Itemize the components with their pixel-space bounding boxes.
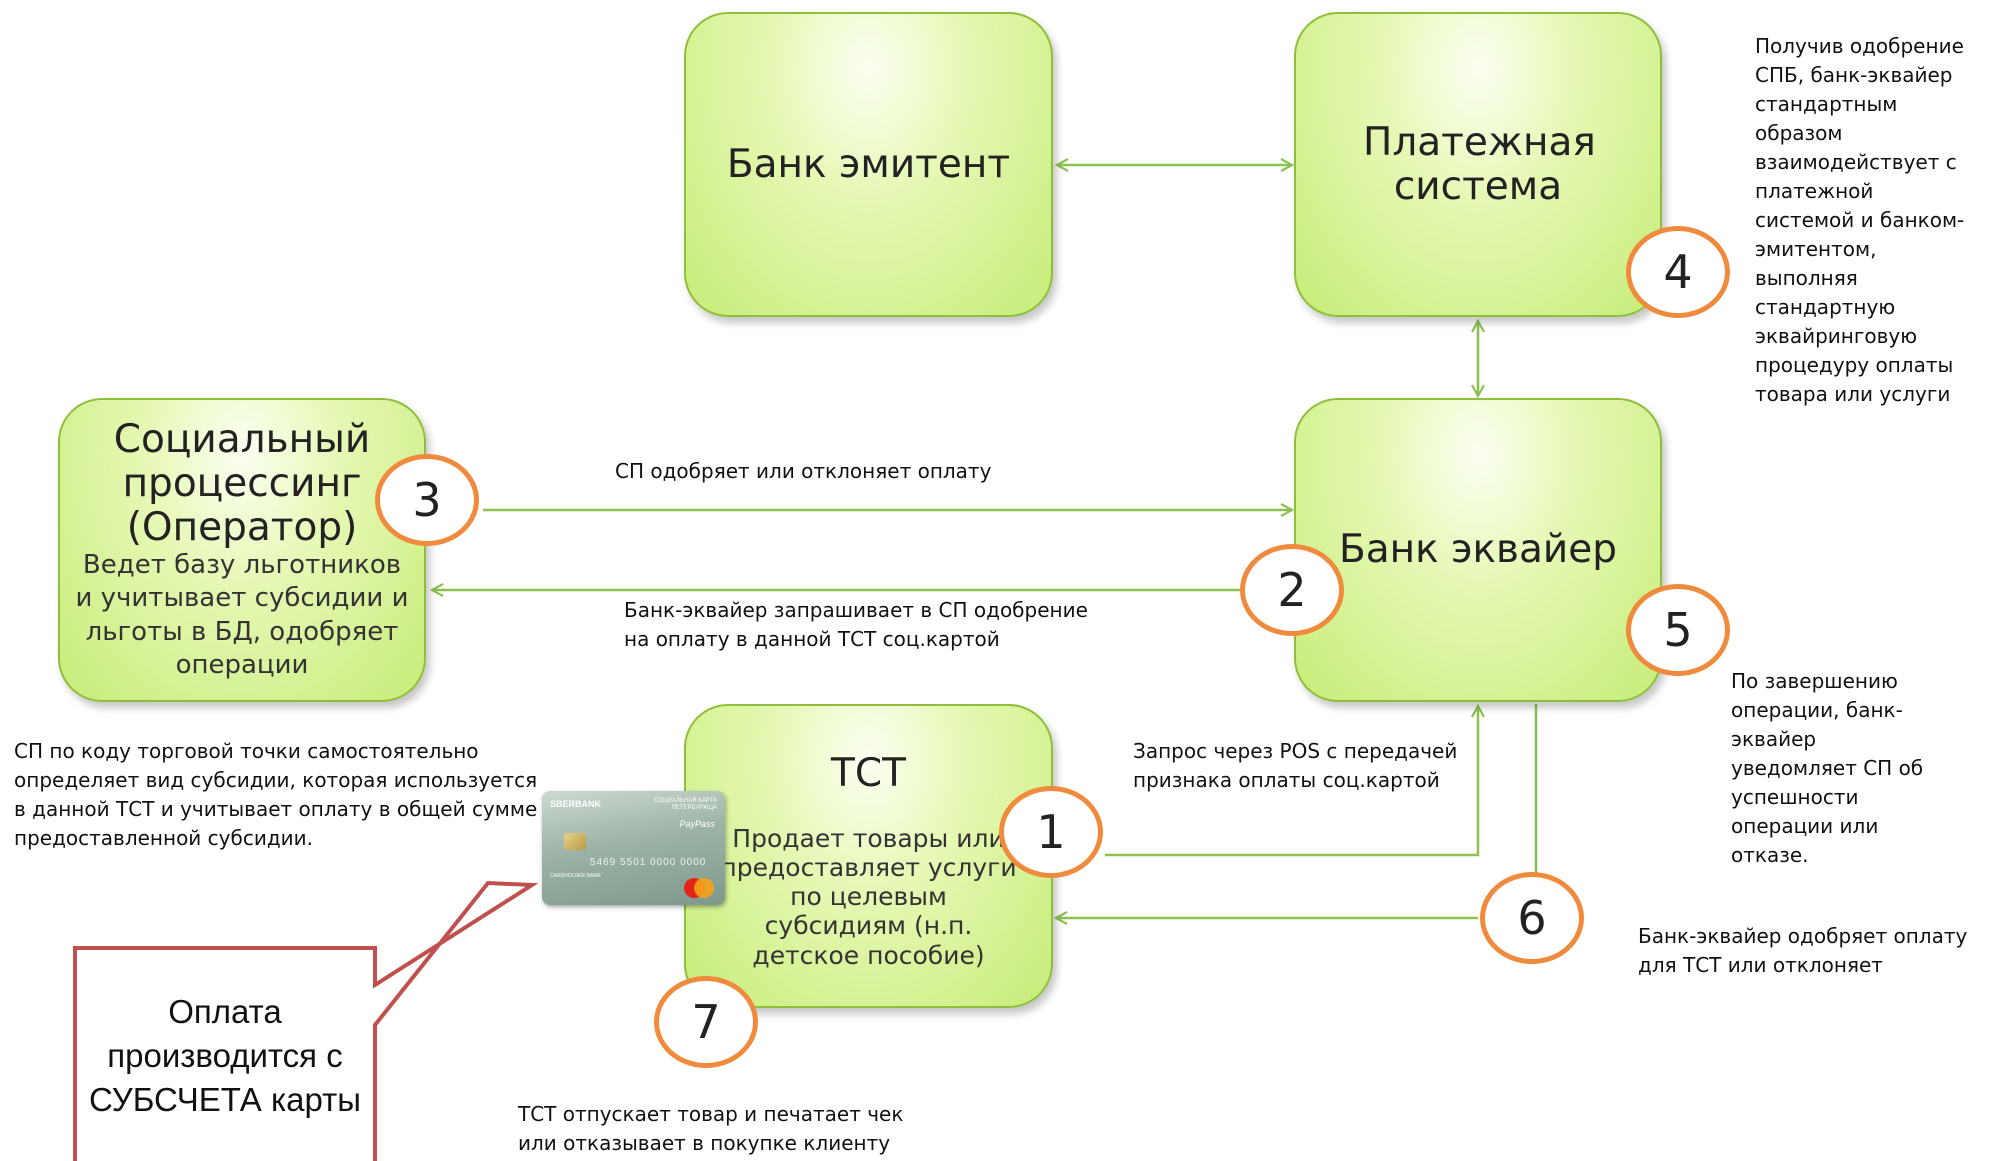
note-step7: ТСТ отпускает товар и печатает чек или о…: [518, 1102, 904, 1155]
card-number: 5469 5501 0000 0000: [590, 857, 707, 868]
social-processing-title: Социальный процессинг (Оператор): [113, 417, 371, 550]
note-step6: Банк-эквайер одобряет оплату для ТСТ или…: [1638, 924, 1968, 977]
arrow-step1-to-acquirer: [1105, 706, 1478, 857]
card-paypass-label: PayPass: [679, 819, 715, 829]
note-step2: Банк-эквайер запрашивает в СП одобрение …: [624, 598, 1088, 651]
callout-text: Оплата производится с СУБСЧЕТА карты: [89, 993, 361, 1118]
tst-description: Продает товары или предоставляет услуги …: [720, 823, 1017, 970]
step-circle-3: 3: [375, 454, 479, 546]
acquirer-bank-box: Банк эквайер: [1294, 398, 1662, 702]
step-circle-4: 4: [1626, 226, 1730, 318]
payment-system-box: Платежная система: [1294, 12, 1662, 317]
note-step3: СП одобряет или отклоняет оплату: [615, 459, 992, 483]
card-brand: SBERBANK: [550, 799, 602, 809]
note-step4: Получив одобрение СПБ, банк-эквайер стан…: [1755, 34, 1965, 406]
note-step5: По завершению операции, банк-эквайер уве…: [1731, 669, 1924, 867]
issuer-bank-box: Банк эмитент: [684, 12, 1053, 317]
card-program: СОЦИАЛЬНАЯ КАРТА ПЕТЕРБУРЖЦА: [654, 798, 717, 811]
tst-box: ТСТ Продает товары или предоставляет усл…: [684, 704, 1053, 1008]
mastercard-logo-icon: [684, 878, 714, 898]
tst-title: ТСТ: [831, 751, 906, 797]
note-sp-subsidy: СП по коду торговой точки самостоятельно…: [14, 739, 538, 850]
social-processing-description: Ведет базу льготников и учитывает субсид…: [75, 550, 409, 680]
card-holder: CARDHOLDER NAME: [550, 873, 601, 879]
step-circle-2: 2: [1240, 544, 1344, 636]
step-circle-1: 1: [999, 786, 1103, 878]
social-card-image: SBERBANK СОЦИАЛЬНАЯ КАРТА ПЕТЕРБУРЖЦА Pa…: [542, 791, 725, 905]
payment-system-title: Платежная система: [1363, 119, 1596, 209]
social-processing-box: Социальный процессинг (Оператор) Ведет б…: [58, 398, 426, 702]
note-step1: Запрос через POS с передачей признака оп…: [1133, 739, 1458, 792]
step-circle-7: 7: [654, 976, 758, 1068]
callout-box: [73, 880, 539, 1161]
step-circle-5: 5: [1626, 584, 1730, 676]
issuer-bank-title: Банк эмитент: [726, 141, 1011, 187]
step-circle-6: 6: [1480, 872, 1584, 964]
card-chip-icon: [564, 833, 586, 850]
acquirer-bank-title: Банк эквайер: [1338, 527, 1618, 573]
